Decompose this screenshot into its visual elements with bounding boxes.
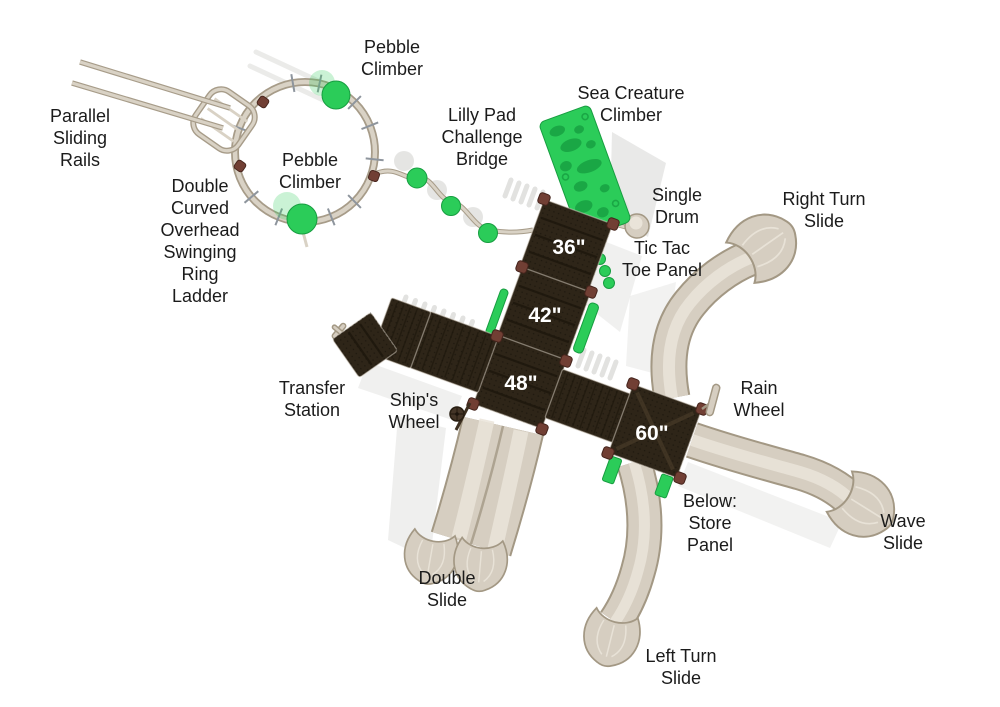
- label-line: Slide: [427, 590, 467, 610]
- deck-36: [518, 198, 614, 294]
- label-line: Double: [171, 176, 228, 196]
- store-panel-tab: [654, 473, 674, 499]
- label-line: Slide: [804, 211, 844, 231]
- label-line: Single: [652, 185, 702, 205]
- ships-wheel: [449, 402, 472, 431]
- lilly-pad: [478, 223, 498, 243]
- tic-tac-toe-spinner: [599, 265, 611, 277]
- label-double-slide: Double Slide: [418, 568, 475, 610]
- label-line: Climber: [279, 172, 341, 192]
- label-line: Bridge: [456, 149, 508, 169]
- label-line: Slide: [661, 668, 701, 688]
- tic-tac-toe-panel: [573, 302, 599, 354]
- deck-60-label: 60": [635, 422, 668, 445]
- label-line: Transfer: [279, 378, 345, 398]
- label-line: Double: [418, 568, 475, 588]
- label-pebble-climber-top: Pebble Climber: [361, 37, 423, 79]
- label-lilly-pad-bridge: Lilly Pad Challenge Bridge: [441, 105, 522, 169]
- label-line: Climber: [361, 59, 423, 79]
- label-line: Store: [688, 513, 731, 533]
- label-line: Station: [284, 400, 340, 420]
- pebble-climber: [286, 203, 318, 235]
- green-panels: [485, 253, 674, 499]
- arm-walkway: [409, 311, 499, 393]
- label-line: Sliding: [53, 128, 107, 148]
- lilly-pad: [406, 167, 428, 189]
- label-line: Pebble: [364, 37, 420, 57]
- label-overhead-ring-ladder: Double Curved Overhead Swinging Ring Lad…: [160, 176, 239, 306]
- label-line: Sea Creature: [577, 83, 684, 103]
- pebble-climbers-on-ring: [273, 70, 351, 248]
- right-turn-slide: [650, 199, 812, 402]
- label-sea-creature-climber: Sea Creature Climber: [577, 83, 684, 125]
- hardware: [449, 383, 721, 431]
- label-pebble-climber-ring: Pebble Climber: [279, 150, 341, 192]
- label-line: Parallel: [50, 106, 110, 126]
- label-line: Tic Tac: [634, 238, 690, 258]
- overhead-components: [71, 59, 650, 248]
- deck-36-label: 36": [552, 236, 585, 259]
- lilly-pad-challenge-bridge: [376, 167, 534, 243]
- label-ships-wheel: Ship's Wheel: [388, 390, 439, 432]
- label-wave-slide: Wave Slide: [880, 511, 925, 553]
- label-line: Ring: [181, 264, 218, 284]
- parallel-sliding-rails: [71, 59, 231, 131]
- label-right-turn-slide: Right Turn Slide: [782, 189, 865, 231]
- deck-48-label: 48": [504, 372, 537, 395]
- label-line: Panel: [687, 535, 733, 555]
- label-line: Toe Panel: [622, 260, 702, 280]
- slides: [398, 199, 909, 674]
- left-turn-slide: [576, 456, 663, 674]
- label-line: Rails: [60, 150, 100, 170]
- label-line: Wheel: [733, 400, 784, 420]
- label-line: Rain: [740, 378, 777, 398]
- label-line: Drum: [655, 207, 699, 227]
- double-slide: [398, 416, 544, 595]
- component-labels: Pebble Climber Parallel Sliding Rails Pe…: [50, 37, 926, 688]
- store-panel: [601, 455, 623, 485]
- label-line: Below:: [683, 491, 737, 511]
- label-line: Ladder: [172, 286, 228, 306]
- label-line: Curved: [171, 198, 229, 218]
- deck-42: [496, 266, 592, 362]
- label-line: Climber: [600, 105, 662, 125]
- tic-tac-toe-spinner: [603, 277, 615, 289]
- sea-creature-climber: [539, 105, 631, 239]
- label-line: Swinging: [163, 242, 236, 262]
- transfer-station: [332, 312, 398, 378]
- label-single-drum: Single Drum: [652, 185, 702, 227]
- label-below-store-panel: Below: Store Panel: [683, 491, 737, 555]
- rain-wheel: [701, 383, 721, 417]
- label-rain-wheel: Rain Wheel: [733, 378, 784, 420]
- label-line: Challenge: [441, 127, 522, 147]
- label-line: Overhead: [160, 220, 239, 240]
- label-line: Wave: [880, 511, 925, 531]
- deck-60: [607, 383, 703, 479]
- label-line: Left Turn: [645, 646, 716, 666]
- label-line: Wheel: [388, 412, 439, 432]
- label-tic-tac-toe-panel: Tic Tac Toe Panel: [622, 238, 702, 280]
- overhead-ring-ladder: [190, 86, 258, 154]
- label-parallel-sliding-rails: Parallel Sliding Rails: [50, 106, 110, 170]
- label-line: Lilly Pad: [448, 105, 516, 125]
- wave-slide: [686, 422, 909, 552]
- deck-size-labels: 36" 42" 48" 60": [504, 236, 668, 445]
- label-line: Slide: [883, 533, 923, 553]
- label-line: Right Turn: [782, 189, 865, 209]
- ring-rungs: [230, 74, 384, 226]
- deck-48: [472, 334, 568, 430]
- label-left-turn-slide: Left Turn Slide: [645, 646, 716, 688]
- label-line: Ship's: [390, 390, 438, 410]
- label-line: Pebble: [282, 150, 338, 170]
- lilly-pad: [441, 196, 461, 216]
- decks: [331, 198, 703, 479]
- deck-42-label: 42": [528, 304, 561, 327]
- label-transfer-station: Transfer Station: [279, 378, 345, 420]
- pebble-climber: [321, 80, 351, 110]
